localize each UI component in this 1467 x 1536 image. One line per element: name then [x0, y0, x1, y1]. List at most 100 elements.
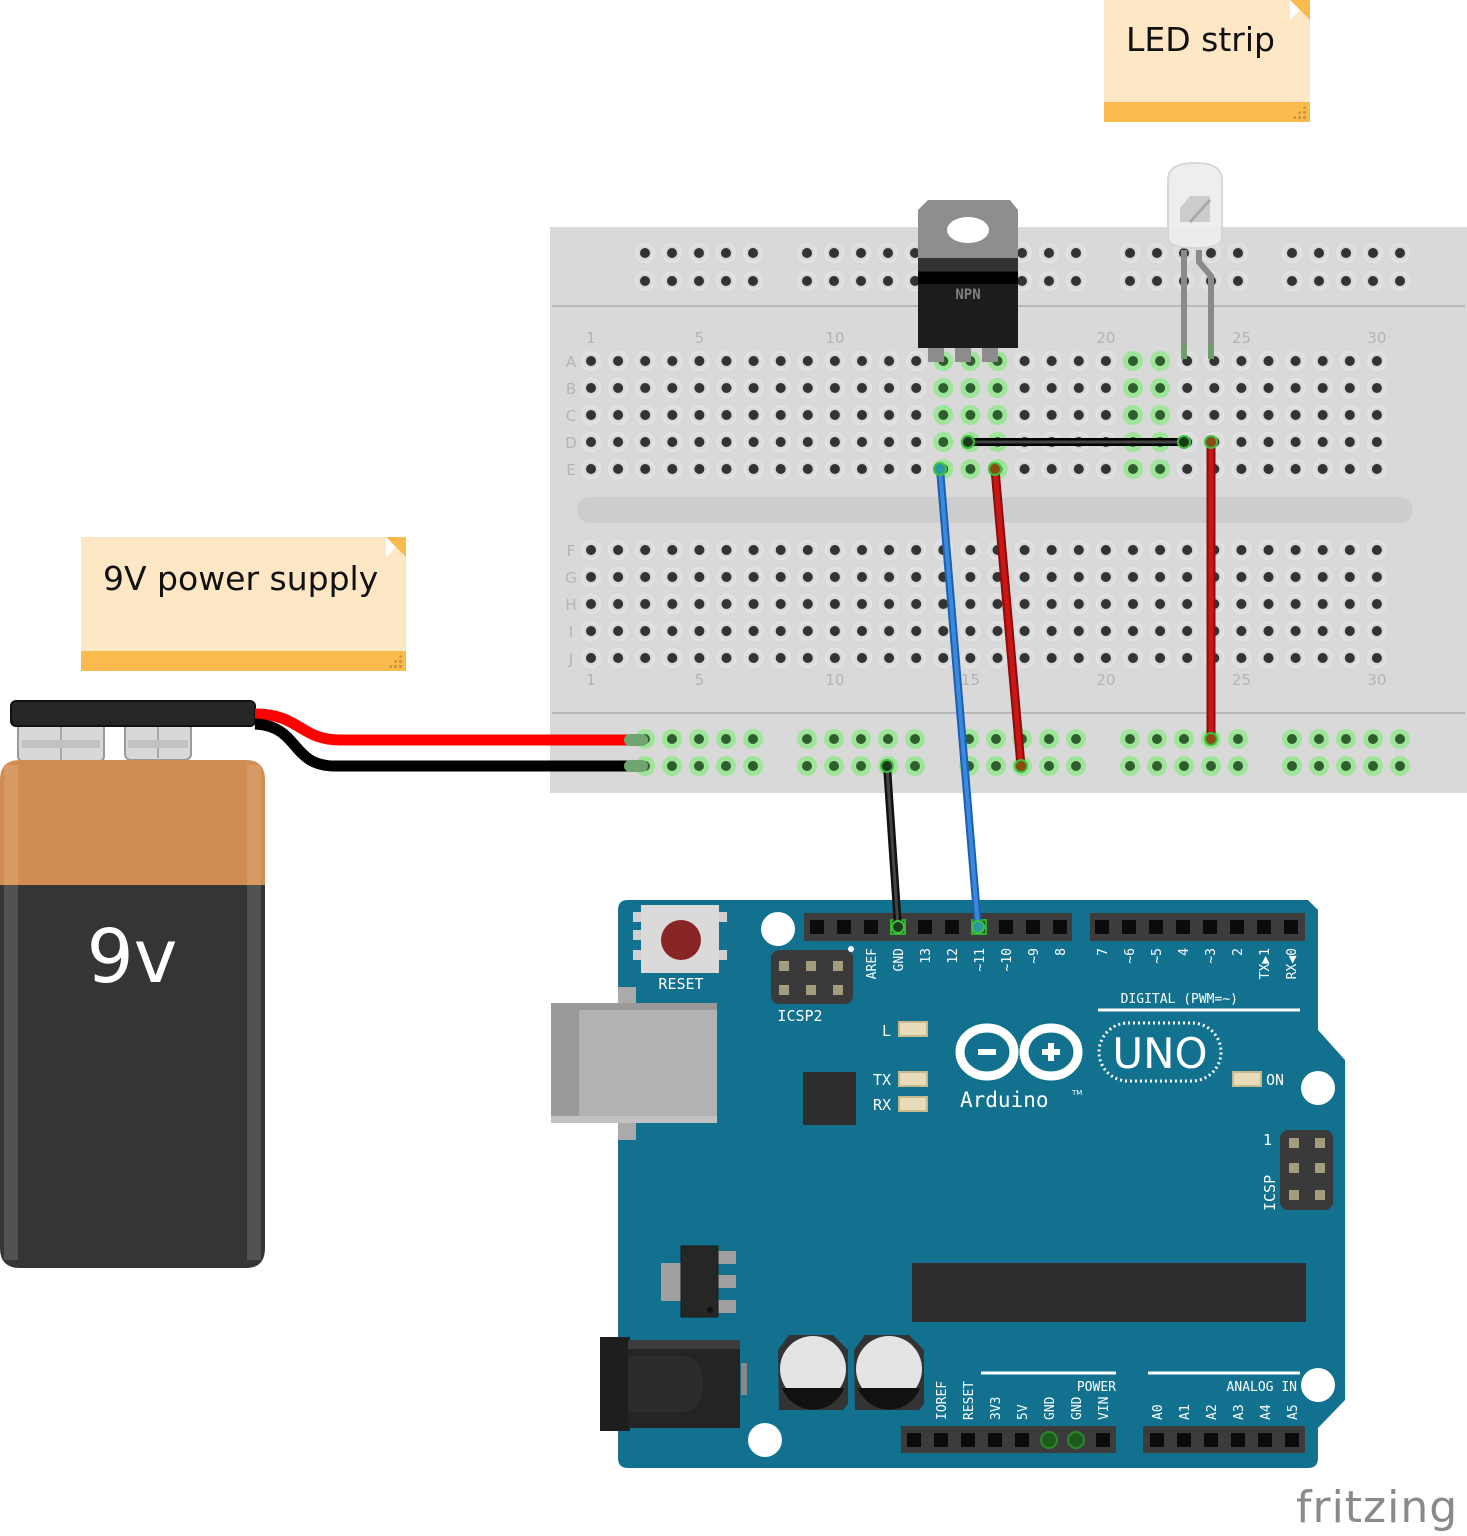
breadboard-hole[interactable] — [1336, 271, 1356, 291]
breadboard-hole[interactable] — [1336, 243, 1356, 263]
breadboard-hole[interactable] — [743, 540, 764, 560]
breadboard-hole[interactable] — [1339, 351, 1360, 371]
breadboard-hole[interactable] — [1068, 621, 1089, 641]
reset-button[interactable] — [633, 905, 727, 973]
breadboard-hole[interactable] — [1339, 648, 1360, 668]
header-pin[interactable] — [837, 920, 851, 934]
breadboard-hole[interactable] — [933, 378, 954, 398]
header-pin[interactable] — [961, 1433, 975, 1447]
breadboard-hole[interactable] — [851, 756, 871, 776]
breadboard-hole[interactable] — [716, 540, 737, 560]
breadboard-hole[interactable] — [1228, 243, 1248, 263]
breadboard-hole[interactable] — [1309, 756, 1329, 776]
breadboard-hole[interactable] — [608, 405, 629, 425]
breadboard-hole[interactable] — [905, 756, 925, 776]
breadboard-hole[interactable] — [770, 648, 791, 668]
breadboard-hole[interactable] — [1366, 432, 1387, 452]
breadboard-hole[interactable] — [635, 648, 656, 668]
breadboard-hole[interactable] — [1285, 351, 1306, 371]
breadboard-hole[interactable] — [689, 405, 710, 425]
breadboard-hole[interactable] — [662, 540, 683, 560]
breadboard-hole[interactable] — [608, 567, 629, 587]
header-pin[interactable] — [1095, 920, 1109, 934]
breadboard-hole[interactable] — [689, 567, 710, 587]
breadboard-hole[interactable] — [933, 648, 954, 668]
wire-end[interactable] — [1014, 759, 1028, 773]
breadboard-hole[interactable] — [1312, 567, 1333, 587]
breadboard-hole[interactable] — [879, 378, 900, 398]
breadboard-hole[interactable] — [1258, 432, 1279, 452]
breadboard-hole[interactable] — [878, 729, 898, 749]
breadboard-hole[interactable] — [960, 459, 981, 479]
breadboard-hole[interactable] — [743, 621, 764, 641]
wire-end[interactable] — [880, 759, 894, 773]
breadboard-hole[interactable] — [635, 405, 656, 425]
breadboard-hole[interactable] — [608, 459, 629, 479]
breadboard-hole[interactable] — [1258, 540, 1279, 560]
breadboard-hole[interactable] — [797, 378, 818, 398]
breadboard-hole[interactable] — [1039, 271, 1059, 291]
breadboard-hole[interactable] — [770, 540, 791, 560]
breadboard-hole[interactable] — [1258, 621, 1279, 641]
breadboard-hole[interactable] — [1095, 567, 1116, 587]
breadboard-hole[interactable] — [1282, 756, 1302, 776]
breadboard-hole[interactable] — [1123, 378, 1143, 398]
breadboard-hole[interactable] — [1120, 756, 1140, 776]
breadboard-hole[interactable] — [879, 405, 900, 425]
breadboard-hole[interactable] — [1068, 459, 1089, 479]
breadboard-hole[interactable] — [662, 648, 683, 668]
breadboard-hole[interactable] — [770, 567, 791, 587]
breadboard-hole[interactable] — [716, 432, 737, 452]
breadboard-hole[interactable] — [689, 378, 710, 398]
breadboard-hole[interactable] — [960, 648, 981, 668]
breadboard-hole[interactable] — [1041, 621, 1062, 641]
breadboard-hole[interactable] — [743, 243, 763, 263]
breadboard-hole[interactable] — [662, 756, 682, 776]
breadboard-hole[interactable] — [689, 648, 710, 668]
breadboard-hole[interactable] — [1123, 459, 1143, 479]
breadboard-hole[interactable] — [1228, 729, 1248, 749]
header-pin[interactable] — [934, 1433, 948, 1447]
header-pin[interactable] — [1284, 920, 1298, 934]
breadboard-hole[interactable] — [1120, 243, 1140, 263]
breadboard-hole[interactable] — [1309, 271, 1329, 291]
breadboard-hole[interactable] — [1014, 621, 1035, 641]
breadboard-hole[interactable] — [852, 405, 872, 425]
breadboard-hole[interactable] — [743, 459, 764, 479]
header-pin[interactable] — [1177, 1433, 1191, 1447]
breadboard-hole[interactable] — [1123, 567, 1143, 587]
breadboard-hole[interactable] — [1150, 621, 1171, 641]
breadboard-hole[interactable] — [1312, 405, 1333, 425]
breadboard-hole[interactable] — [1363, 243, 1383, 263]
breadboard-hole[interactable] — [608, 621, 629, 641]
breadboard-hole[interactable] — [1363, 729, 1383, 749]
breadboard-hole[interactable] — [1150, 351, 1171, 371]
breadboard-hole[interactable] — [689, 243, 709, 263]
header-pin[interactable] — [1040, 1431, 1058, 1449]
breadboard-hole[interactable] — [581, 459, 601, 479]
breadboard-hole[interactable] — [1258, 405, 1279, 425]
breadboard-hole[interactable] — [851, 271, 871, 291]
breadboard-hole[interactable] — [770, 621, 791, 641]
breadboard-hole[interactable] — [608, 432, 629, 452]
breadboard-hole[interactable] — [1366, 648, 1387, 668]
breadboard-hole[interactable] — [662, 432, 683, 452]
breadboard-hole[interactable] — [743, 594, 764, 614]
breadboard-hole[interactable] — [1041, 540, 1062, 560]
breadboard-hole[interactable] — [743, 351, 764, 371]
breadboard-hole[interactable] — [852, 648, 872, 668]
breadboard-hole[interactable] — [824, 540, 845, 560]
breadboard-hole[interactable] — [1339, 459, 1360, 479]
breadboard-hole[interactable] — [635, 243, 655, 263]
wire-end[interactable] — [1204, 732, 1218, 746]
breadboard-hole[interactable] — [1285, 621, 1306, 641]
breadboard-hole[interactable] — [1231, 567, 1252, 587]
breadboard-hole[interactable] — [581, 648, 601, 668]
breadboard-hole[interactable] — [1312, 351, 1333, 371]
breadboard-hole[interactable] — [879, 540, 900, 560]
breadboard-hole[interactable] — [716, 729, 736, 749]
breadboard-hole[interactable] — [1041, 351, 1062, 371]
header-pin[interactable] — [1285, 1433, 1299, 1447]
breadboard-hole[interactable] — [1041, 648, 1062, 668]
breadboard-hole[interactable] — [689, 459, 710, 479]
